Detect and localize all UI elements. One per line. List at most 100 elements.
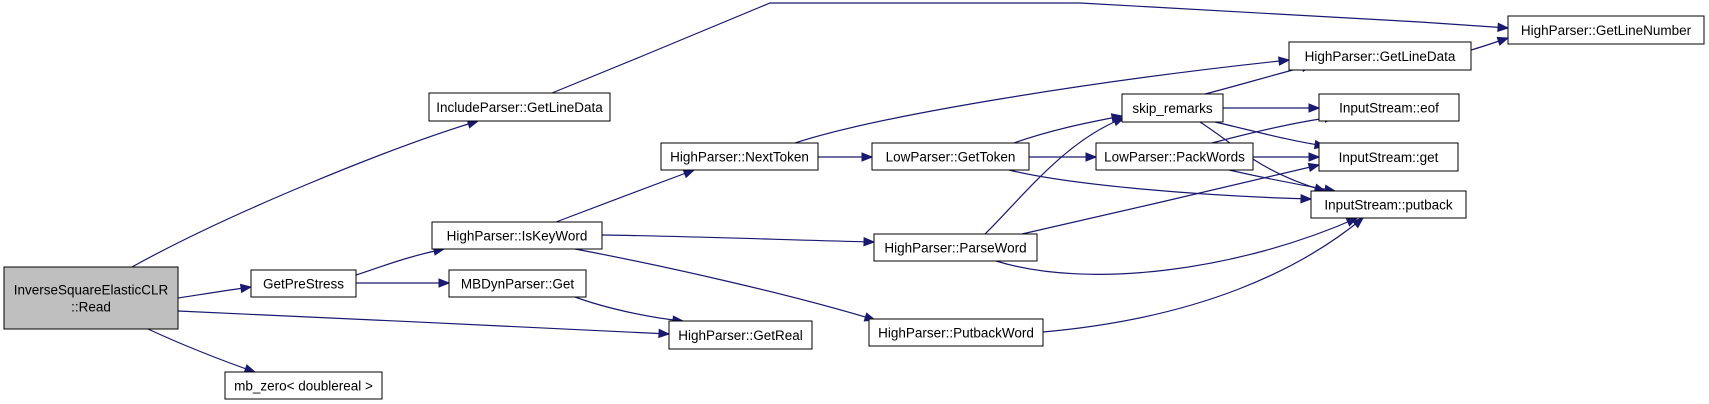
node-box: [431, 221, 603, 250]
node-label: HighParser::GetLineData: [1305, 49, 1456, 64]
edge-line: [574, 296, 684, 322]
node-box: [1318, 93, 1460, 122]
node-box: [1318, 142, 1459, 172]
node-parseword[interactable]: HighParser::ParseWord: [873, 233, 1038, 262]
arrowhead-icon: [1112, 117, 1126, 127]
node-box: [1121, 93, 1224, 123]
edge-include_getlinedata-to-high_getlinenumber: [551, 2, 1510, 94]
node-high-getlinedata[interactable]: HighParser::GetLineData: [1288, 41, 1472, 71]
edge-line: [1228, 169, 1336, 192]
node-box: [873, 233, 1038, 262]
node-box: [871, 142, 1030, 171]
edge-line: [1042, 217, 1364, 333]
node-label: InputStream::get: [1339, 150, 1439, 165]
node-box: [428, 92, 611, 122]
edge-line: [177, 310, 670, 335]
arrowhead-icon: [682, 169, 696, 179]
edge-skip_remarks-to-eof: [1223, 103, 1321, 113]
node-packwords[interactable]: LowParser::PackWords: [1095, 142, 1254, 171]
edge-mbdyn_get-to-getreal: [574, 296, 685, 325]
edge-packwords-to-get: [1253, 152, 1321, 162]
node-get[interactable]: InputStream::get: [1318, 142, 1459, 172]
edge-root-to-include_getlinedata: [131, 119, 480, 268]
node-label: GetPreStress: [263, 277, 344, 292]
edge-lowgettoken-to-packwords: [1029, 152, 1098, 162]
node-getreal[interactable]: HighParser::GetReal: [668, 320, 813, 350]
nodes-layer: InverseSquareElasticCLR::Read IncludePars…: [3, 15, 1705, 400]
arrowhead-icon: [1351, 217, 1365, 229]
node-getprestress[interactable]: GetPreStress: [250, 269, 357, 298]
edge-line: [177, 286, 252, 299]
edge-line: [1013, 115, 1123, 144]
node-lowgettoken[interactable]: LowParser::GetToken: [871, 142, 1030, 171]
node-box: [224, 371, 383, 400]
edge-iskeyword-to-nexttoken: [555, 169, 696, 223]
edge-parseword-to-putback: [995, 217, 1359, 275]
node-label: HighParser::GetLineNumber: [1521, 23, 1692, 38]
edge-line: [355, 248, 445, 276]
edge-iskeyword-to-parseword: [601, 234, 876, 247]
node-label: InputStream::putback: [1324, 198, 1453, 213]
node-skip-remarks[interactable]: skip_remarks: [1121, 93, 1224, 123]
node-label: HighParser::ParseWord: [884, 241, 1026, 256]
edges-layer: [131, 2, 1510, 374]
edge-line: [601, 234, 875, 243]
node-mbdyn-get[interactable]: MBDynParser::Get: [448, 269, 587, 298]
arrowhead-icon: [1497, 22, 1510, 33]
edge-line: [131, 120, 479, 268]
node-label: InverseSquareElasticCLR: [14, 283, 169, 298]
node-label: LowParser::GetToken: [886, 150, 1016, 165]
node-putbackword[interactable]: HighParser::PutbackWord: [868, 318, 1044, 347]
edge-line: [574, 248, 876, 321]
node-label: InputStream::eof: [1339, 101, 1439, 116]
arrowhead-icon: [863, 237, 876, 247]
edge-nexttoken-to-high_getlinedata: [794, 56, 1291, 144]
node-box: [448, 269, 587, 298]
edge-line: [551, 2, 1509, 94]
node-box: [250, 269, 357, 298]
edge-packwords-to-eof: [1211, 113, 1337, 144]
edge-high_getlinedata-to-high_getlinenumber: [1470, 36, 1510, 51]
edge-line: [555, 169, 695, 223]
edge-parseword-to-skip_remarks: [984, 117, 1126, 235]
arrowhead-icon: [239, 283, 253, 294]
arrowhead-icon: [1300, 193, 1313, 204]
edge-line: [984, 117, 1125, 235]
node-box: [868, 318, 1044, 347]
edge-lowgettoken-to-skip_remarks: [1013, 113, 1124, 144]
edge-root-to-getprestress: [177, 283, 253, 299]
arrowhead-icon: [861, 152, 874, 162]
edge-line: [1008, 169, 1312, 200]
node-label: IncludeParser::GetLineData: [436, 100, 603, 115]
node-box: [668, 320, 813, 350]
arrowhead-icon: [438, 278, 451, 288]
node-label: HighParser::GetReal: [678, 328, 803, 343]
edge-root-to-mbzero: [147, 328, 257, 374]
node-box: [660, 142, 819, 171]
node-box: [1095, 142, 1254, 171]
node-label: mb_zero< doublereal >: [234, 379, 373, 394]
node-eof[interactable]: InputStream::eof: [1318, 93, 1460, 122]
edge-line: [1211, 116, 1336, 144]
edge-line: [1214, 121, 1326, 147]
edge-parseword-to-get: [1021, 162, 1321, 235]
node-box: [1288, 41, 1472, 71]
node-label: skip_remarks: [1132, 101, 1213, 116]
node-box: [3, 266, 179, 330]
node-box: [1310, 190, 1467, 219]
arrowhead-icon: [243, 364, 257, 374]
node-high-getlinenumber[interactable]: HighParser::GetLineNumber: [1507, 15, 1705, 45]
arrowhead-icon: [1308, 103, 1321, 113]
node-root[interactable]: InverseSquareElasticCLR::Read: [3, 266, 179, 330]
arrowhead-icon: [1307, 162, 1321, 173]
node-iskeyword[interactable]: HighParser::IsKeyWord: [431, 221, 603, 250]
node-mbzero[interactable]: mb_zero< doublereal >: [224, 371, 383, 400]
edge-getprestress-to-iskeyword: [355, 246, 446, 276]
node-label: HighParser::IsKeyWord: [447, 229, 588, 244]
node-nexttoken[interactable]: HighParser::NextToken: [660, 142, 819, 171]
edge-line: [794, 59, 1290, 144]
edge-line: [147, 328, 256, 373]
node-include-getlinedata[interactable]: IncludeParser::GetLineData: [428, 92, 611, 122]
edge-line: [995, 217, 1358, 275]
node-putback[interactable]: InputStream::putback: [1310, 190, 1467, 219]
